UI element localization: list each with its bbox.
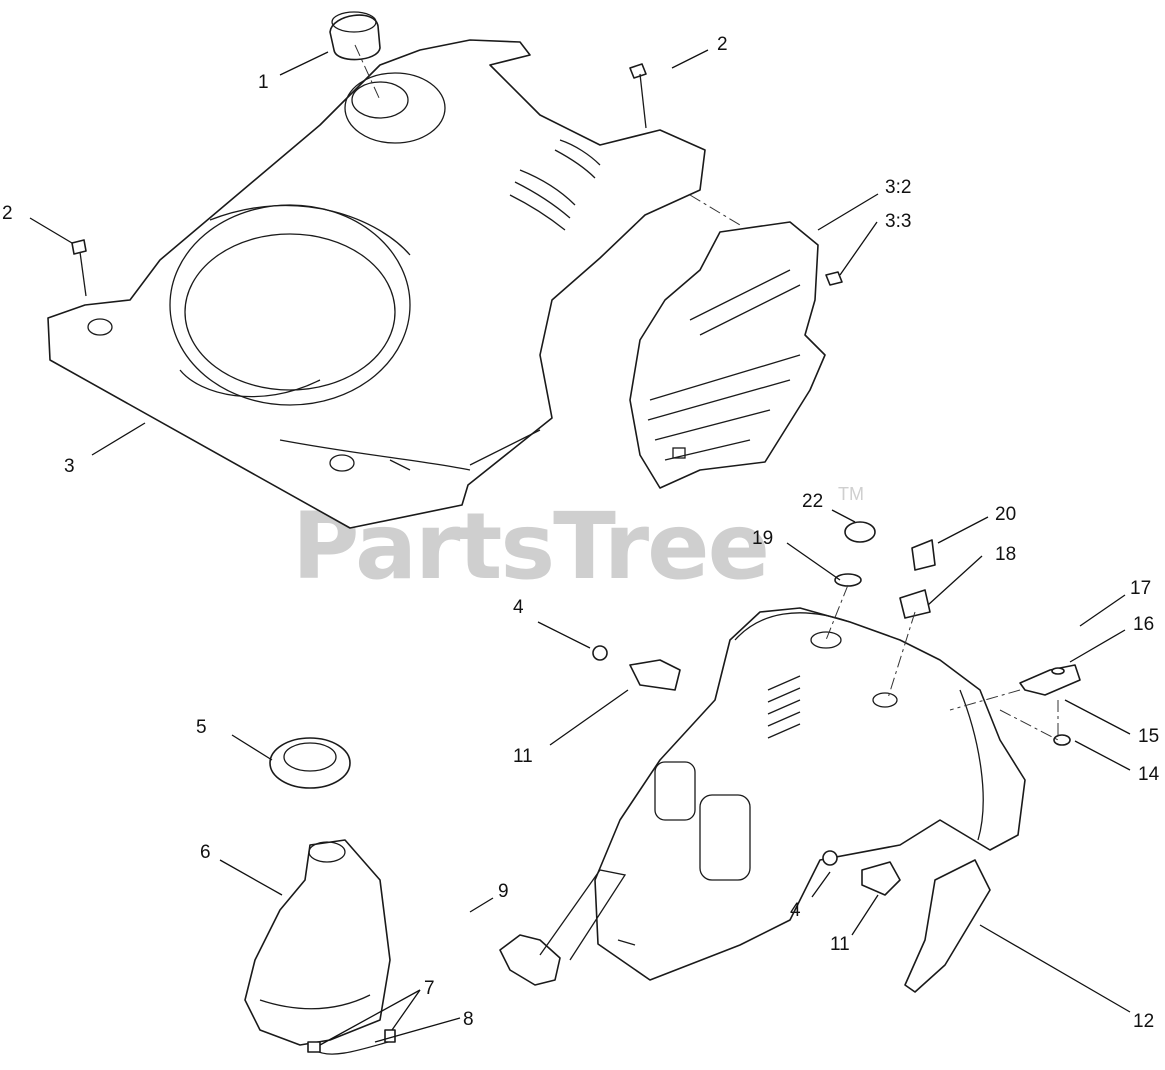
callout-18: 18 xyxy=(995,544,1016,565)
callout-16: 16 xyxy=(1133,614,1154,635)
assembly-lines xyxy=(354,44,1059,741)
left-bracket-part xyxy=(499,869,627,986)
callout-8: 8 xyxy=(463,1009,474,1030)
callout-4: 4 xyxy=(790,900,801,921)
callout-4: 4 xyxy=(513,597,524,618)
callout-19: 19 xyxy=(752,528,773,549)
callout-22: 22 xyxy=(802,491,823,512)
upper-shroud-part xyxy=(47,39,706,529)
callout-2: 2 xyxy=(2,203,13,224)
callout-11: 11 xyxy=(830,934,850,955)
callout-1: 1 xyxy=(258,72,269,93)
grommet-part xyxy=(269,737,351,789)
callout-3-2: 3:2 xyxy=(885,177,911,198)
callout-2: 2 xyxy=(717,34,728,55)
callout-7: 7 xyxy=(424,978,435,999)
callout-6: 6 xyxy=(200,842,211,863)
fuel-line-part xyxy=(307,1029,396,1055)
fuel-cap-part xyxy=(329,11,381,61)
watermark-trademark: TM xyxy=(838,484,864,504)
callout-9: 9 xyxy=(498,881,509,902)
callout-5: 5 xyxy=(196,717,207,738)
dash-panel-part xyxy=(594,607,1026,981)
callout-15: 15 xyxy=(1138,726,1159,747)
side-cover-part xyxy=(629,221,826,489)
callout-12: 12 xyxy=(1133,1011,1154,1032)
screw-part xyxy=(71,63,843,297)
bracket-part xyxy=(904,859,991,993)
callout-14: 14 xyxy=(1138,764,1160,785)
callout-20: 20 xyxy=(995,504,1016,525)
callout-3-3: 3:3 xyxy=(885,211,911,232)
fuel-tank-part xyxy=(244,839,391,1046)
leader-lines xyxy=(29,49,1131,1046)
callout-3: 3 xyxy=(64,456,75,477)
callout-11: 11 xyxy=(513,746,533,767)
callout-17: 17 xyxy=(1130,578,1151,599)
callout-labels: 1 2 2 3 3:2 3:3 22 20 19 18 17 16 15 14 … xyxy=(2,34,1160,1032)
hardware-parts xyxy=(592,521,1081,896)
